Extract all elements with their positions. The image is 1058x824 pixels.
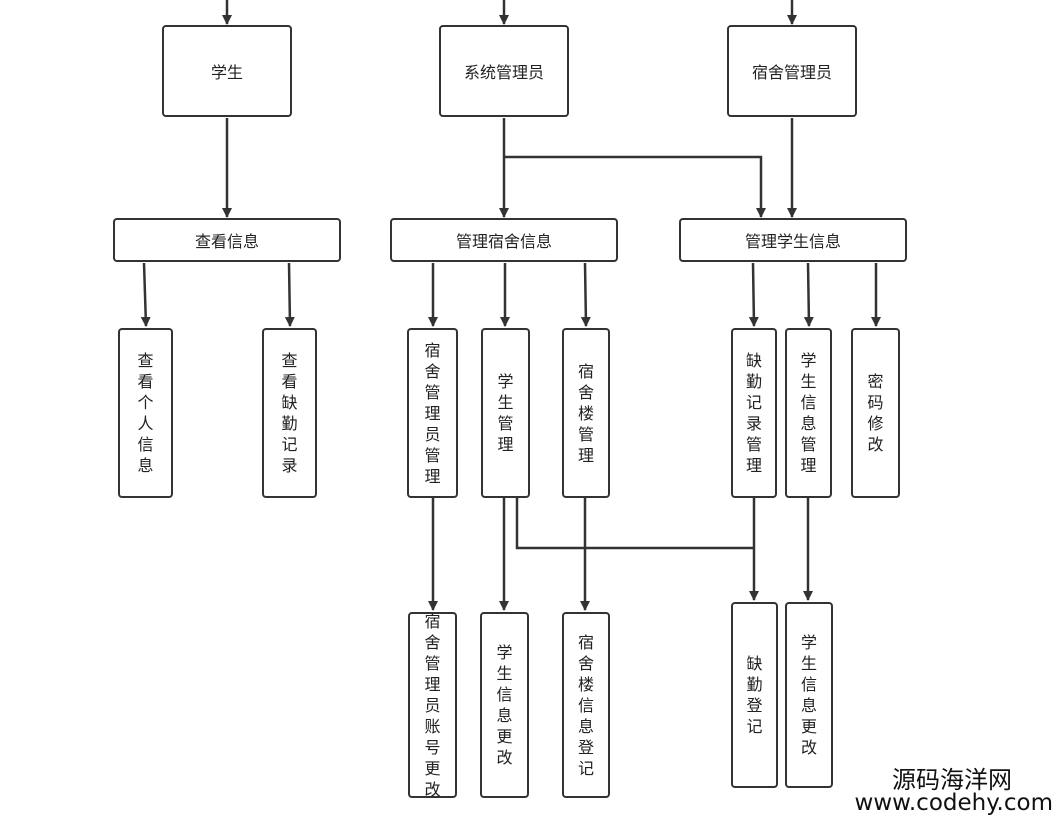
leaf-student-mgmt-label: 学生管理 (497, 372, 514, 454)
leaf-password-change: 密码修改 (851, 328, 900, 498)
leaf-password-change-label: 密码修改 (867, 372, 884, 454)
leaf-student-info-mgmt-label: 学生信息管理 (800, 351, 817, 475)
subleaf-dorm-admin-account-change-label: 宿舍管理员账号更改 (424, 611, 441, 799)
func-view-info: 查看信息 (113, 218, 341, 262)
role-dormadmin-label: 宿舍管理员 (751, 63, 832, 82)
func-view-info-label: 查看信息 (194, 232, 259, 251)
subleaf-dorm-admin-account-change: 宿舍管理员账号更改 (408, 611, 457, 799)
leaf-student-mgmt: 学生管理 (481, 328, 530, 498)
watermark-site-name: 源码海洋网 (892, 766, 1012, 794)
edge-studentinfo-info (803, 262, 814, 327)
leaf-view-personal-info-label: 查看个人信息 (137, 351, 154, 475)
subleaf-student-info-change-2: 学生信息更改 (785, 602, 833, 788)
leaf-absence-record-mgmt-label: 缺勤记录管理 (746, 351, 763, 475)
role-sysadmin-label: 系统管理员 (463, 63, 544, 82)
subleaf-student-info-change: 学生信息更改 (480, 612, 529, 798)
leaf-view-personal-info: 查看个人信息 (118, 328, 173, 498)
leaf-dorm-building-mgmt: 宿舍楼管理 (562, 328, 610, 498)
role-sysadmin: 系统管理员 (439, 25, 569, 117)
leaf-view-absence-record-label: 查看缺勤记录 (281, 351, 298, 475)
edge-sysadmin-studentinfo (504, 155, 766, 218)
leaf-view-absence-record: 查看缺勤记录 (262, 328, 317, 498)
subleaf-dorm-building-info-register: 宿舍楼信息登记 (562, 612, 610, 798)
leaf-student-info-mgmt: 学生信息管理 (785, 328, 832, 498)
edge-studentinfo-absence (748, 262, 759, 327)
edge-studentmgmt-absence-register (515, 498, 754, 550)
subleaf-absence-register: 缺勤登记 (731, 602, 778, 788)
role-student: 学生 (162, 25, 292, 117)
leaf-dorm-admin-mgmt: 宿舍管理员管理 (407, 328, 458, 498)
role-dormadmin: 宿舍管理员 (727, 25, 857, 117)
leaf-dorm-admin-mgmt-label: 宿舍管理员管理 (424, 340, 441, 486)
edge-view-personal (140, 262, 151, 327)
edge-dorminfo-building (580, 262, 591, 327)
subleaf-student-info-change-2-label: 学生信息更改 (801, 633, 818, 757)
func-manage-student-info-label: 管理学生信息 (744, 232, 841, 251)
edge-view-absence (284, 262, 295, 327)
subleaf-absence-register-label: 缺勤登记 (746, 654, 763, 736)
role-student-label: 学生 (210, 63, 243, 82)
watermark-site-url: www.codehy.com (854, 790, 1053, 816)
leaf-absence-record-mgmt: 缺勤记录管理 (731, 328, 777, 498)
subleaf-dorm-building-info-register-label: 宿舍楼信息登记 (578, 632, 595, 778)
func-manage-dorm-info: 管理宿舍信息 (390, 218, 618, 262)
leaf-dorm-building-mgmt-label: 宿舍楼管理 (578, 361, 595, 465)
func-manage-student-info: 管理学生信息 (679, 218, 907, 262)
func-manage-dorm-info-label: 管理宿舍信息 (455, 232, 552, 251)
subleaf-student-info-change-label: 学生信息更改 (496, 643, 513, 767)
